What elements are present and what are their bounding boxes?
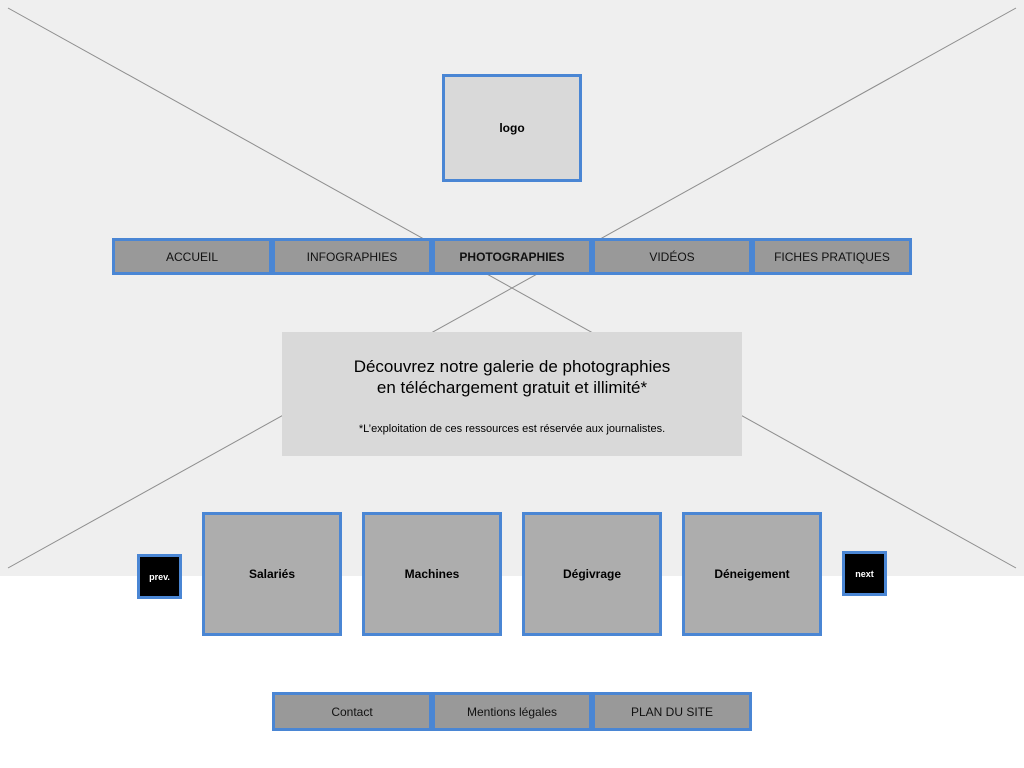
image-placeholder-cross (7, 7, 1017, 569)
nav-item-fiches-pratiques[interactable]: FICHES PRATIQUES (752, 238, 912, 275)
gallery-card-label: Déneigement (714, 567, 790, 581)
nav-item-photographies[interactable]: PHOTOGRAPHIES (432, 238, 592, 275)
nav-item-infographies[interactable]: INFOGRAPHIES (272, 238, 432, 275)
footer-link-plan-du-site[interactable]: PLAN DU SITE (592, 692, 752, 731)
prev-button[interactable]: prev. (137, 554, 182, 599)
footer-link-label: Contact (331, 704, 373, 719)
banner-title: Découvrez notre galerie de photographies… (282, 356, 742, 398)
nav-item-label: VIDÉOS (649, 249, 695, 264)
nav-item-label: PHOTOGRAPHIES (459, 249, 565, 264)
banner-title-line-1: Découvrez notre galerie de photographies (353, 357, 671, 376)
nav-item-label: FICHES PRATIQUES (774, 249, 890, 264)
gallery-card-label: Dégivrage (562, 567, 622, 581)
nav-item-videos[interactable]: VIDÉOS (592, 238, 752, 275)
next-button-label: next (855, 568, 874, 579)
footer-navigation: Contact Mentions légales PLAN DU SITE (272, 692, 752, 731)
footer-link-mentions-legales[interactable]: Mentions légales (432, 692, 592, 731)
logo-label: logo (499, 121, 525, 135)
main-navigation: ACCUEIL INFOGRAPHIES PHOTOGRAPHIES VIDÉO… (112, 238, 912, 275)
gallery-intro-banner: Découvrez notre galerie de photographies… (282, 332, 742, 456)
prev-button-label: prev. (149, 571, 170, 582)
nav-item-label: ACCUEIL (165, 249, 218, 264)
footer-link-label: Mentions légales (466, 704, 558, 719)
footer-link-label: PLAN DU SITE (630, 704, 714, 719)
gallery-card-degivrage[interactable]: Dégivrage (522, 512, 662, 636)
footer-link-contact[interactable]: Contact (272, 692, 432, 731)
logo[interactable]: logo (442, 74, 582, 182)
gallery-card-label: Machines (404, 567, 460, 581)
banner-title-line-2: en téléchargement gratuit et illimité* (376, 378, 648, 397)
gallery-card-salaries[interactable]: Salariés (202, 512, 342, 636)
gallery-card-label: Salariés (248, 567, 296, 581)
gallery-card-deneigement[interactable]: Déneigement (682, 512, 822, 636)
next-button[interactable]: next (842, 551, 887, 596)
nav-item-accueil[interactable]: ACCUEIL (112, 238, 272, 275)
banner-disclaimer: *L’exploitation de ces ressources est ré… (358, 423, 666, 435)
nav-item-label: INFOGRAPHIES (306, 249, 398, 264)
gallery-card-machines[interactable]: Machines (362, 512, 502, 636)
